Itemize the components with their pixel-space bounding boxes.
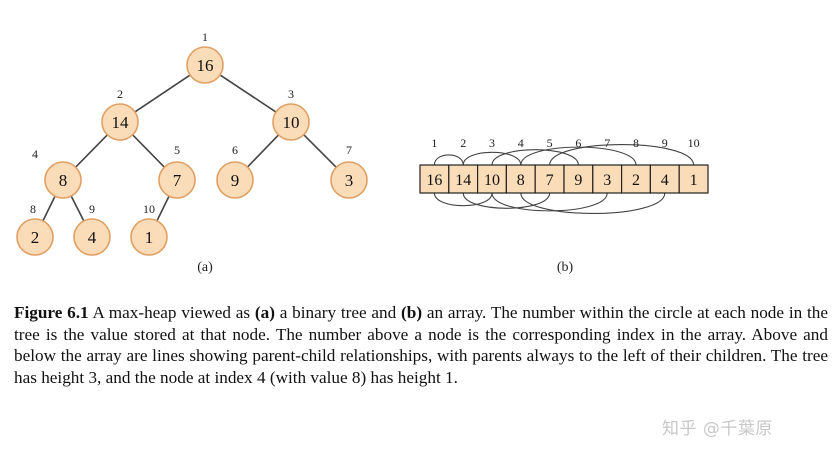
tree-node-index: 8	[30, 202, 36, 216]
array-index: 6	[575, 136, 581, 150]
tree-node-index: 3	[288, 87, 294, 101]
array-cell	[592, 164, 623, 194]
array-cell-value: 7	[546, 172, 554, 189]
caption-a-label: (a)	[254, 303, 275, 322]
tree-subfigure-label: (a)	[197, 260, 213, 275]
tree-node	[44, 161, 82, 199]
tree-edges	[42, 74, 337, 222]
tree-edge	[42, 195, 56, 222]
tree-edge	[303, 134, 337, 168]
tree-node-value: 10	[283, 113, 300, 132]
array-cell-value: 2	[632, 172, 640, 189]
tree-node-value: 16	[197, 56, 214, 75]
tree-node-index: 7	[346, 143, 352, 157]
tree-node-value: 7	[173, 171, 182, 190]
parent-child-arc	[462, 192, 551, 209]
tree-node	[330, 161, 368, 199]
caption-text-3: an array. The number within the circle a…	[14, 303, 828, 387]
array-cells: 16 14 10 8 7 9 3 2 4 1	[419, 164, 709, 194]
parent-child-arcs	[433, 144, 695, 214]
tree-node-value: 2	[31, 228, 40, 247]
tree-edge	[246, 134, 280, 168]
tree-node-value: 4	[88, 228, 97, 247]
parent-child-arc	[491, 192, 608, 212]
array-index: 10	[688, 136, 700, 150]
array-cell-value: 4	[661, 172, 669, 189]
tree-node-value: 14	[112, 113, 130, 132]
array-cell-value: 9	[574, 172, 582, 189]
tree-edge	[134, 74, 191, 113]
parent-child-arc	[491, 149, 579, 166]
tree-edge	[132, 134, 165, 168]
array-index: 7	[604, 136, 610, 150]
array-index: 3	[489, 136, 495, 150]
parent-child-arc	[462, 151, 522, 166]
tree-node	[158, 161, 196, 199]
tree-node	[73, 218, 111, 256]
caption-text-2: a binary tree and	[274, 303, 402, 322]
array-cell-value: 8	[517, 172, 525, 189]
caption-text-1: A max-heap viewed as	[88, 303, 255, 322]
array-index: 5	[547, 136, 553, 150]
array-cell	[505, 164, 536, 194]
array-cell-value: 1	[690, 172, 698, 189]
array-index: 2	[460, 136, 466, 150]
array-cell	[649, 164, 680, 194]
tree-node-value: 3	[345, 171, 354, 190]
tree-node	[16, 218, 54, 256]
tree-node-value: 8	[59, 171, 68, 190]
tree-node-index: 6	[232, 143, 238, 157]
array-cell-value: 14	[455, 172, 471, 189]
tree-node-index: 4	[32, 147, 38, 161]
tree-edge	[70, 195, 85, 222]
array-cell	[419, 164, 450, 194]
array-cell-value: 3	[603, 172, 611, 189]
tree-node	[272, 103, 310, 141]
tree-node	[101, 103, 139, 141]
heap-array: 16 14 10 8 7 9 3 2 4 1 1 2 3 4 5 6 7 8 9 10 (b)	[419, 136, 709, 275]
parent-child-arc	[549, 144, 695, 166]
parent-child-arc	[433, 154, 464, 166]
array-index: 1	[431, 136, 437, 150]
array-subfigure-label: (b)	[557, 260, 574, 275]
array-index: 8	[633, 136, 639, 150]
parent-child-arc	[520, 192, 666, 214]
tree-node	[130, 218, 168, 256]
array-cell	[620, 164, 651, 194]
tree-edge	[219, 74, 277, 113]
binary-tree: 16 1 14 2 10 3 8 4 7 5 9 6 3 7 2 8 4 9 1 10 (a)	[16, 30, 368, 275]
tree-node-index: 2	[117, 87, 123, 101]
watermark: 知乎 @千葉原	[662, 419, 773, 439]
array-cell-value: 10	[484, 172, 500, 189]
array-index: 9	[662, 136, 668, 150]
tree-node	[186, 46, 224, 84]
array-indices: 1 2 3 4 5 6 7 8 9 10	[431, 136, 699, 150]
parent-child-arc	[433, 192, 493, 207]
tree-node-index: 1	[202, 30, 208, 44]
tree-edge	[75, 134, 108, 168]
tree-nodes: 16 1 14 2 10 3 8 4 7 5 9 6 3 7 2 8 4 9 1 10	[16, 30, 368, 256]
figure-caption: Figure 6.1 A max-heap viewed as (a) a bi…	[14, 302, 828, 388]
caption-figure-label: Figure 6.1	[14, 303, 89, 322]
tree-node-value: 1	[145, 228, 154, 247]
array-index: 4	[518, 136, 524, 150]
array-cell	[678, 164, 709, 194]
tree-node-index: 10	[143, 202, 155, 216]
parent-child-arc	[520, 146, 637, 166]
caption-b-label: (b)	[401, 303, 423, 322]
array-cell-value: 16	[426, 172, 442, 189]
tree-edge	[156, 195, 170, 222]
tree-node-index: 9	[89, 202, 95, 216]
tree-node-value: 9	[231, 171, 240, 190]
tree-node	[216, 161, 254, 199]
tree-node-index: 5	[174, 143, 180, 157]
array-cell	[448, 164, 479, 194]
